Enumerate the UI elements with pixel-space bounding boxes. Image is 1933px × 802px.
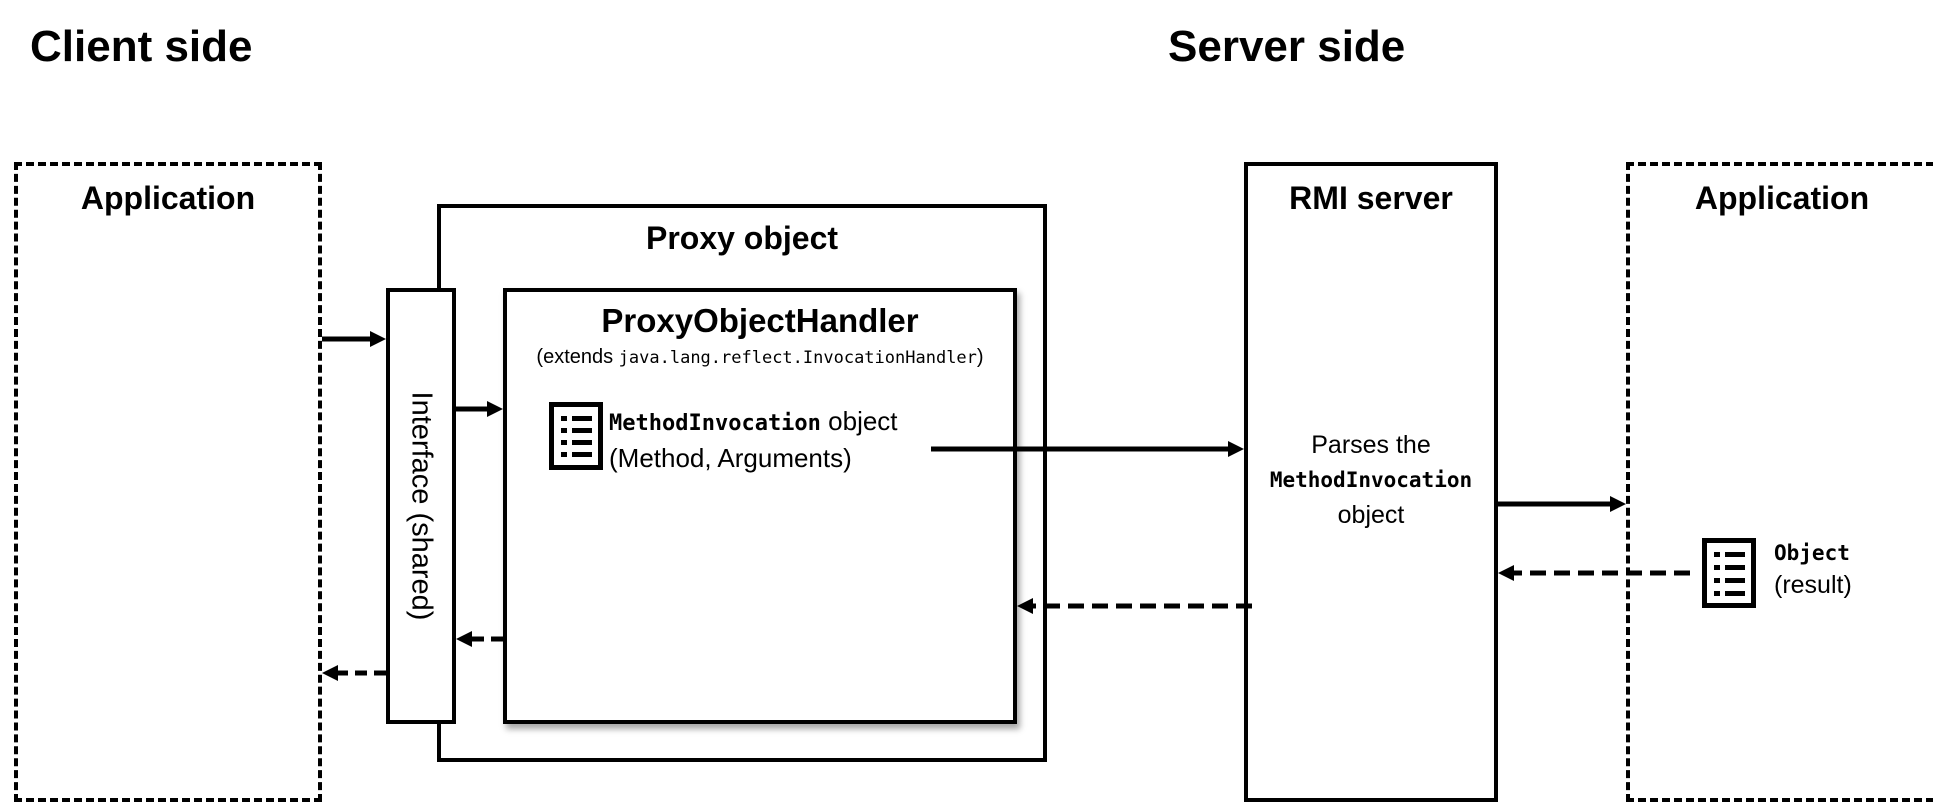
interface-box: Interface (shared) (386, 288, 456, 724)
server-side-title: Server side (1168, 22, 1406, 71)
rmi-server-description: Parses the MethodInvocation object (1248, 428, 1494, 533)
method-invocation-class: MethodInvocation (609, 411, 821, 436)
proxy-object-handler-box: ProxyObjectHandler (extends java.lang.re… (503, 288, 1017, 724)
proxy-object-label: Proxy object (645, 220, 839, 256)
arrow-interface-to-app-result (322, 665, 386, 681)
server-application-box: Application (1626, 162, 1933, 802)
method-invocation-document-icon (549, 402, 603, 470)
extends-class: java.lang.reflect.InvocationHandler (618, 348, 977, 368)
handler-extends: (extends java.lang.reflect.InvocationHan… (507, 346, 1013, 369)
method-invocation-text: MethodInvocation object (Method, Argumen… (609, 404, 898, 476)
method-invocation-args: (Method, Arguments) (609, 443, 852, 473)
client-application-box: Application (14, 162, 322, 802)
result-document-icon (1702, 538, 1756, 608)
result-class: Object (1774, 541, 1850, 565)
client-side-title: Client side (30, 22, 253, 71)
rmi-server-label: RMI server (1289, 180, 1453, 216)
parses-prefix: Parses the (1311, 431, 1431, 459)
method-invocation-word: object (820, 406, 898, 436)
arrow-rmi-to-proxy-result (1017, 598, 1252, 614)
rmi-server-box: RMI server Parses the MethodInvocation o… (1244, 162, 1498, 802)
extends-prefix: (extends (536, 346, 619, 368)
server-application-label: Application (1694, 180, 1870, 216)
parses-class: MethodInvocation (1269, 468, 1473, 492)
handler-title: ProxyObjectHandler (601, 302, 919, 339)
arrow-rmi-to-app (1498, 496, 1626, 512)
extends-suffix: ) (976, 346, 984, 368)
interface-label: Interface (shared) (405, 391, 438, 621)
result-text: Object (result) (1774, 537, 1852, 601)
parses-suffix: object (1337, 501, 1405, 529)
arrow-app-to-interface (322, 331, 386, 347)
result-word: (result) (1774, 571, 1852, 599)
client-application-label: Application (80, 180, 256, 216)
